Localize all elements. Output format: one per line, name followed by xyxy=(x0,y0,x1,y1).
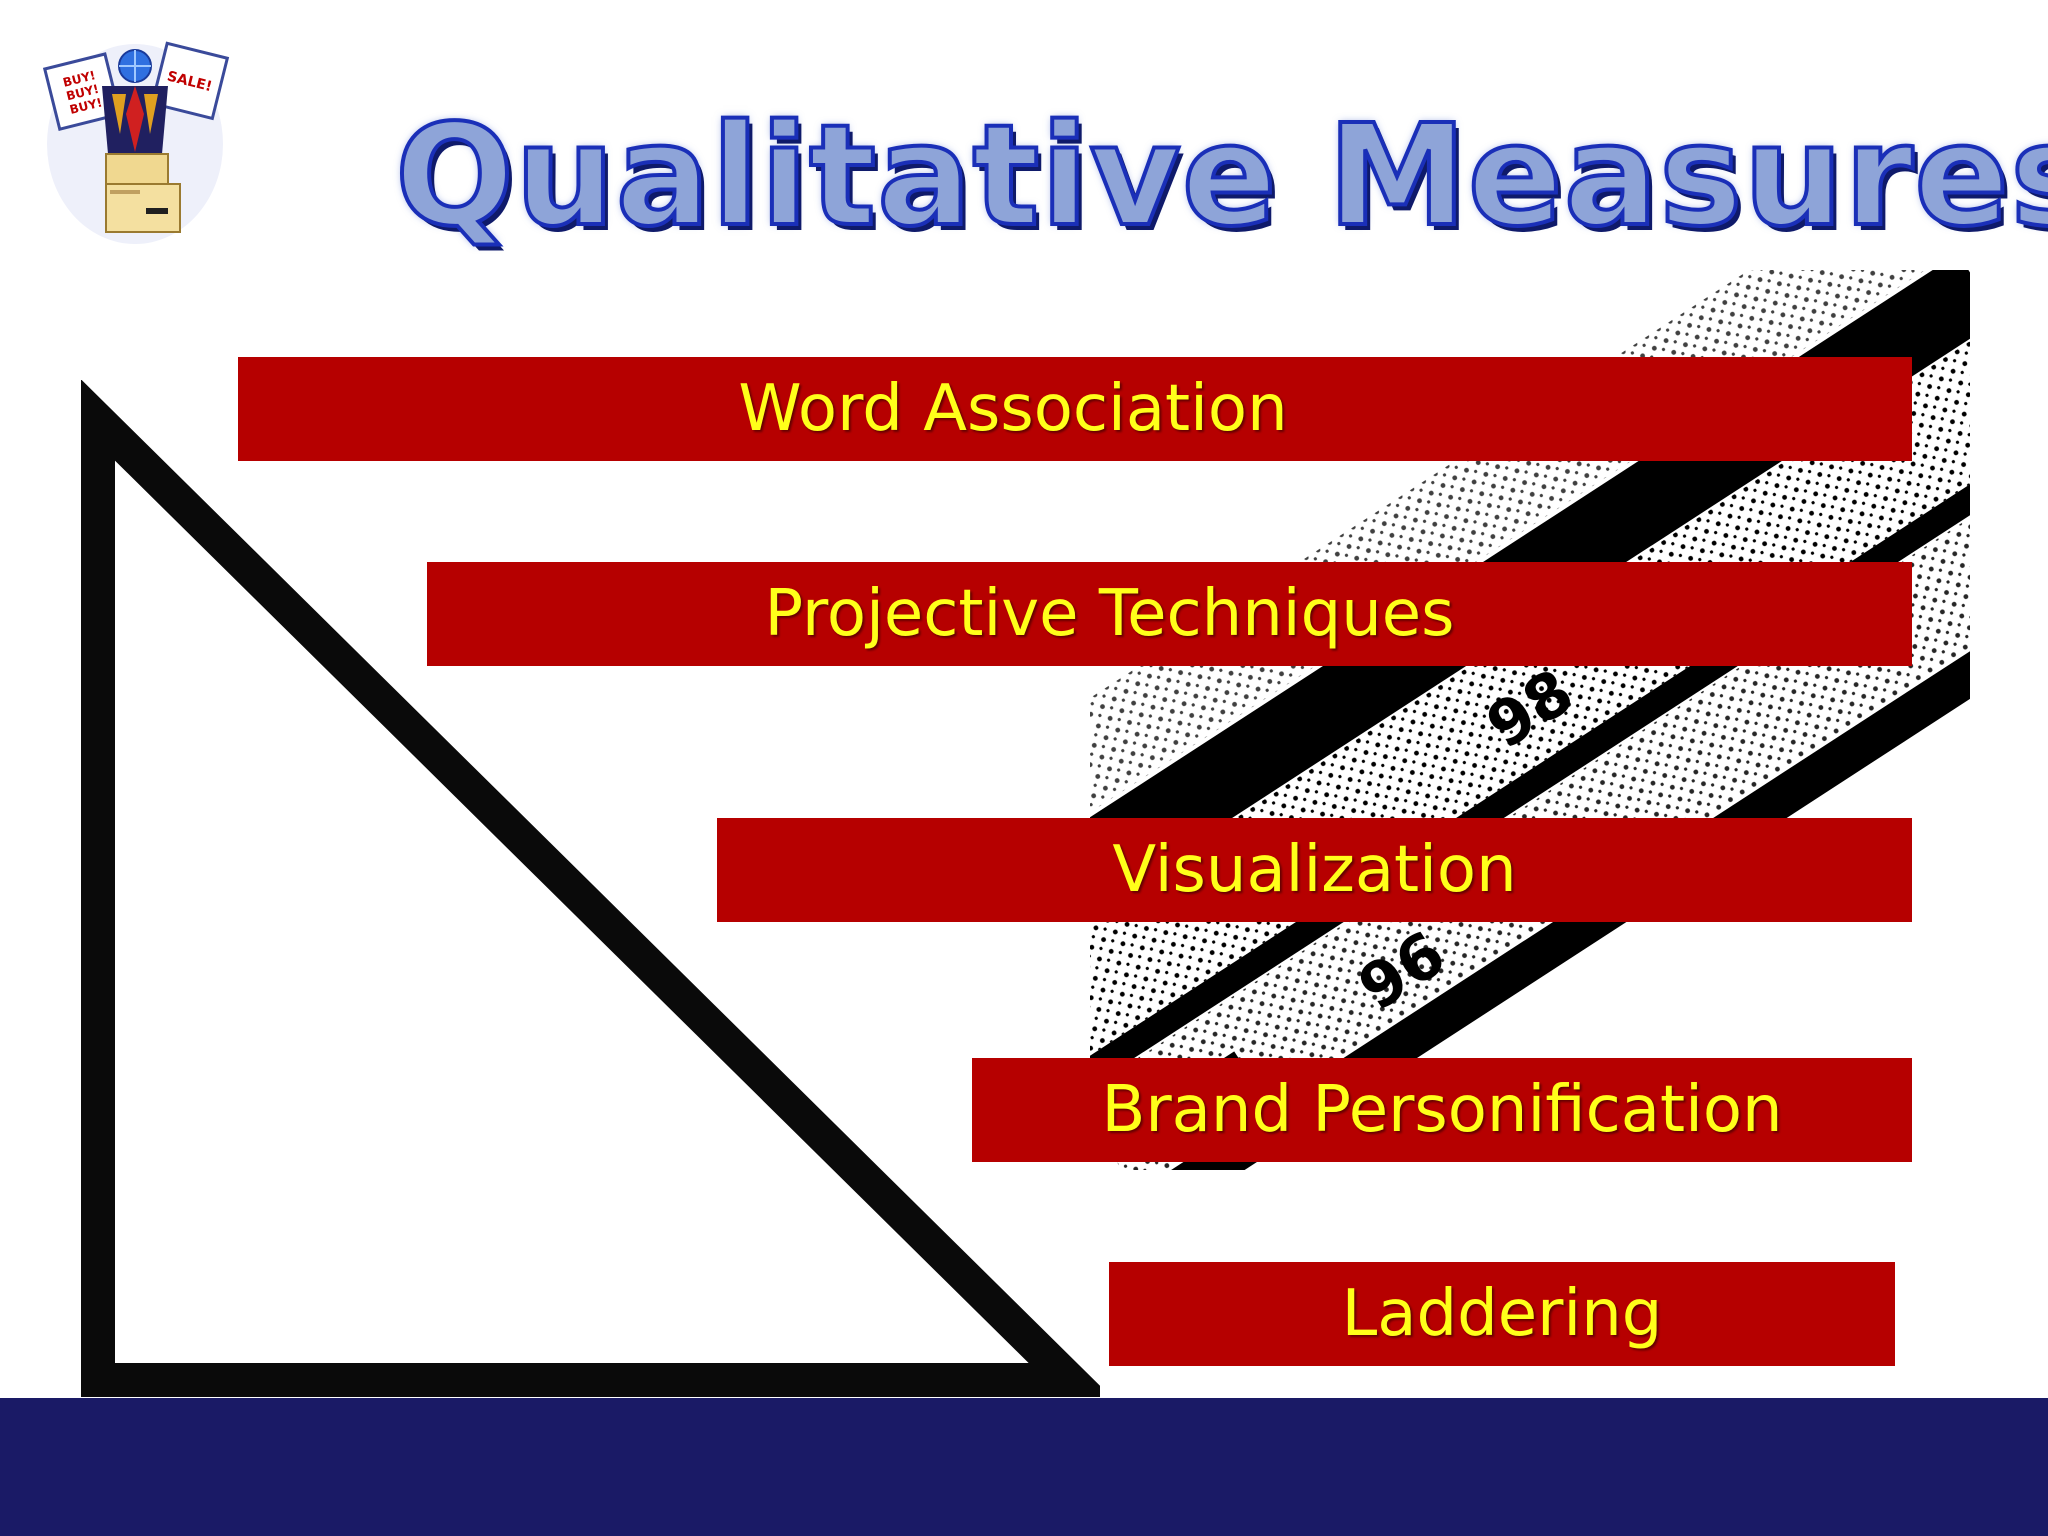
slide-title: Qualitative Measures xyxy=(393,93,2048,260)
triangle-outline-icon xyxy=(81,380,1100,1397)
footer-band xyxy=(0,1398,2048,1536)
bar-label: Projective Techniques xyxy=(764,577,1455,651)
bar-label: Laddering xyxy=(1341,1277,1663,1351)
brand-personification-bar: Brand Personification xyxy=(972,1058,1912,1162)
bar-label: Brand Personification xyxy=(1101,1073,1783,1147)
bar-label: Word Association xyxy=(738,372,1288,446)
bar-label: Visualization xyxy=(1112,833,1517,907)
projective-techniques-bar: Projective Techniques xyxy=(427,562,1912,666)
laddering-bar: Laddering xyxy=(1109,1262,1895,1366)
shopping-computer-logo-icon: BUY! BUY! BUY! SALE! xyxy=(42,41,230,244)
word-association-bar: Word Association xyxy=(238,357,1912,461)
visualization-bar: Visualization xyxy=(717,818,1912,922)
